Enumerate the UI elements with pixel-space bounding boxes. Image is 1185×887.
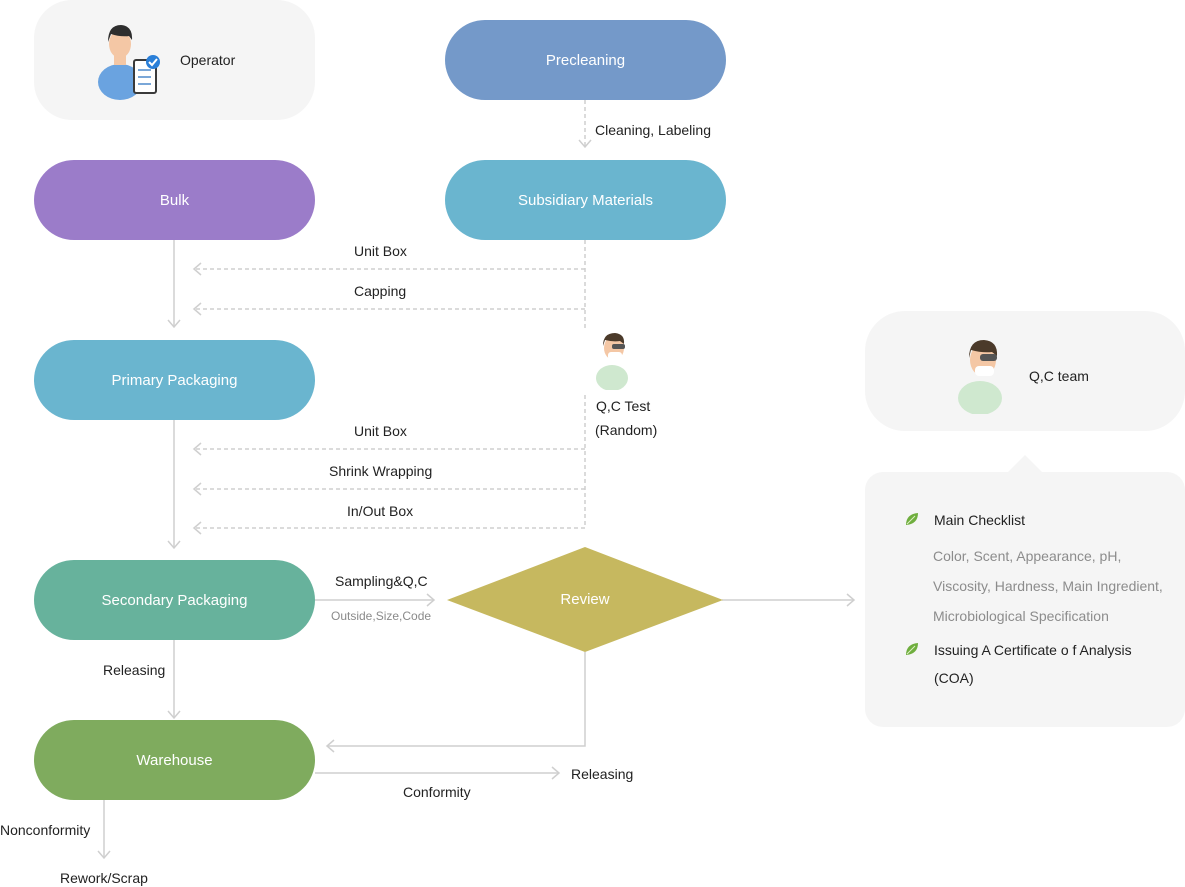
- unit-box-label-2: Unit Box: [354, 423, 407, 439]
- precleaning-node[interactable]: Precleaning: [445, 20, 726, 100]
- leaf-icon: [904, 641, 920, 657]
- checklist-box: [865, 472, 1185, 727]
- qc-worker-icon: [956, 336, 1008, 415]
- warehouse-node[interactable]: Warehouse: [34, 720, 315, 800]
- conformity-label: Conformity: [403, 784, 471, 800]
- checklist-line-3: Microbiological Specification: [933, 608, 1109, 624]
- leaf-icon: [904, 511, 920, 527]
- rework-scrap-label: Rework/Scrap: [60, 870, 148, 886]
- releasing-label-2: Releasing: [571, 766, 634, 782]
- main-checklist-title: Main Checklist: [934, 512, 1026, 528]
- sampling-qc-label: Sampling&Q,C: [335, 573, 428, 589]
- coa-title-line2: (COA): [934, 670, 974, 686]
- operator-icon: [96, 20, 164, 100]
- capping-label: Capping: [354, 283, 407, 299]
- primary-packaging-node[interactable]: Primary Packaging: [34, 340, 315, 420]
- qc-test-worker-icon: [594, 330, 634, 391]
- coa-title-line1: Issuing A Certificate o f Analysis: [934, 642, 1132, 658]
- cleaning-labeling-label: Cleaning, Labeling: [595, 122, 711, 138]
- nonconformity-label: Nonconformity: [0, 822, 91, 838]
- inout-box-label: In/Out Box: [347, 503, 414, 519]
- review-node[interactable]: Review: [560, 591, 610, 608]
- unit-box-label-1: Unit Box: [354, 243, 407, 259]
- releasing-label-1: Releasing: [103, 662, 166, 678]
- qc-test-label-line1: Q,C Test: [596, 398, 651, 414]
- operator-box: [34, 0, 315, 120]
- subsidiary-materials-node[interactable]: Subsidiary Materials: [445, 160, 726, 240]
- review-diamond: [447, 547, 723, 652]
- checklist-line-1: Color, Scent, Appearance, pH,: [933, 548, 1122, 564]
- secondary-packaging-node[interactable]: Secondary Packaging: [34, 560, 315, 640]
- bulk-node[interactable]: Bulk: [34, 160, 315, 240]
- shrink-wrapping-label: Shrink Wrapping: [329, 463, 433, 479]
- checklist-pointer: [1008, 455, 1042, 472]
- qc-team-box: [865, 311, 1185, 431]
- checklist-line-2: Viscosity, Hardness, Main Ingredient,: [933, 578, 1163, 594]
- sampling-sub-label: Outside,Size,Code: [331, 609, 432, 623]
- qc-team-label: Q,C team: [1029, 368, 1089, 384]
- qc-test-label-line2: (Random): [595, 422, 658, 438]
- operator-label: Operator: [180, 52, 236, 68]
